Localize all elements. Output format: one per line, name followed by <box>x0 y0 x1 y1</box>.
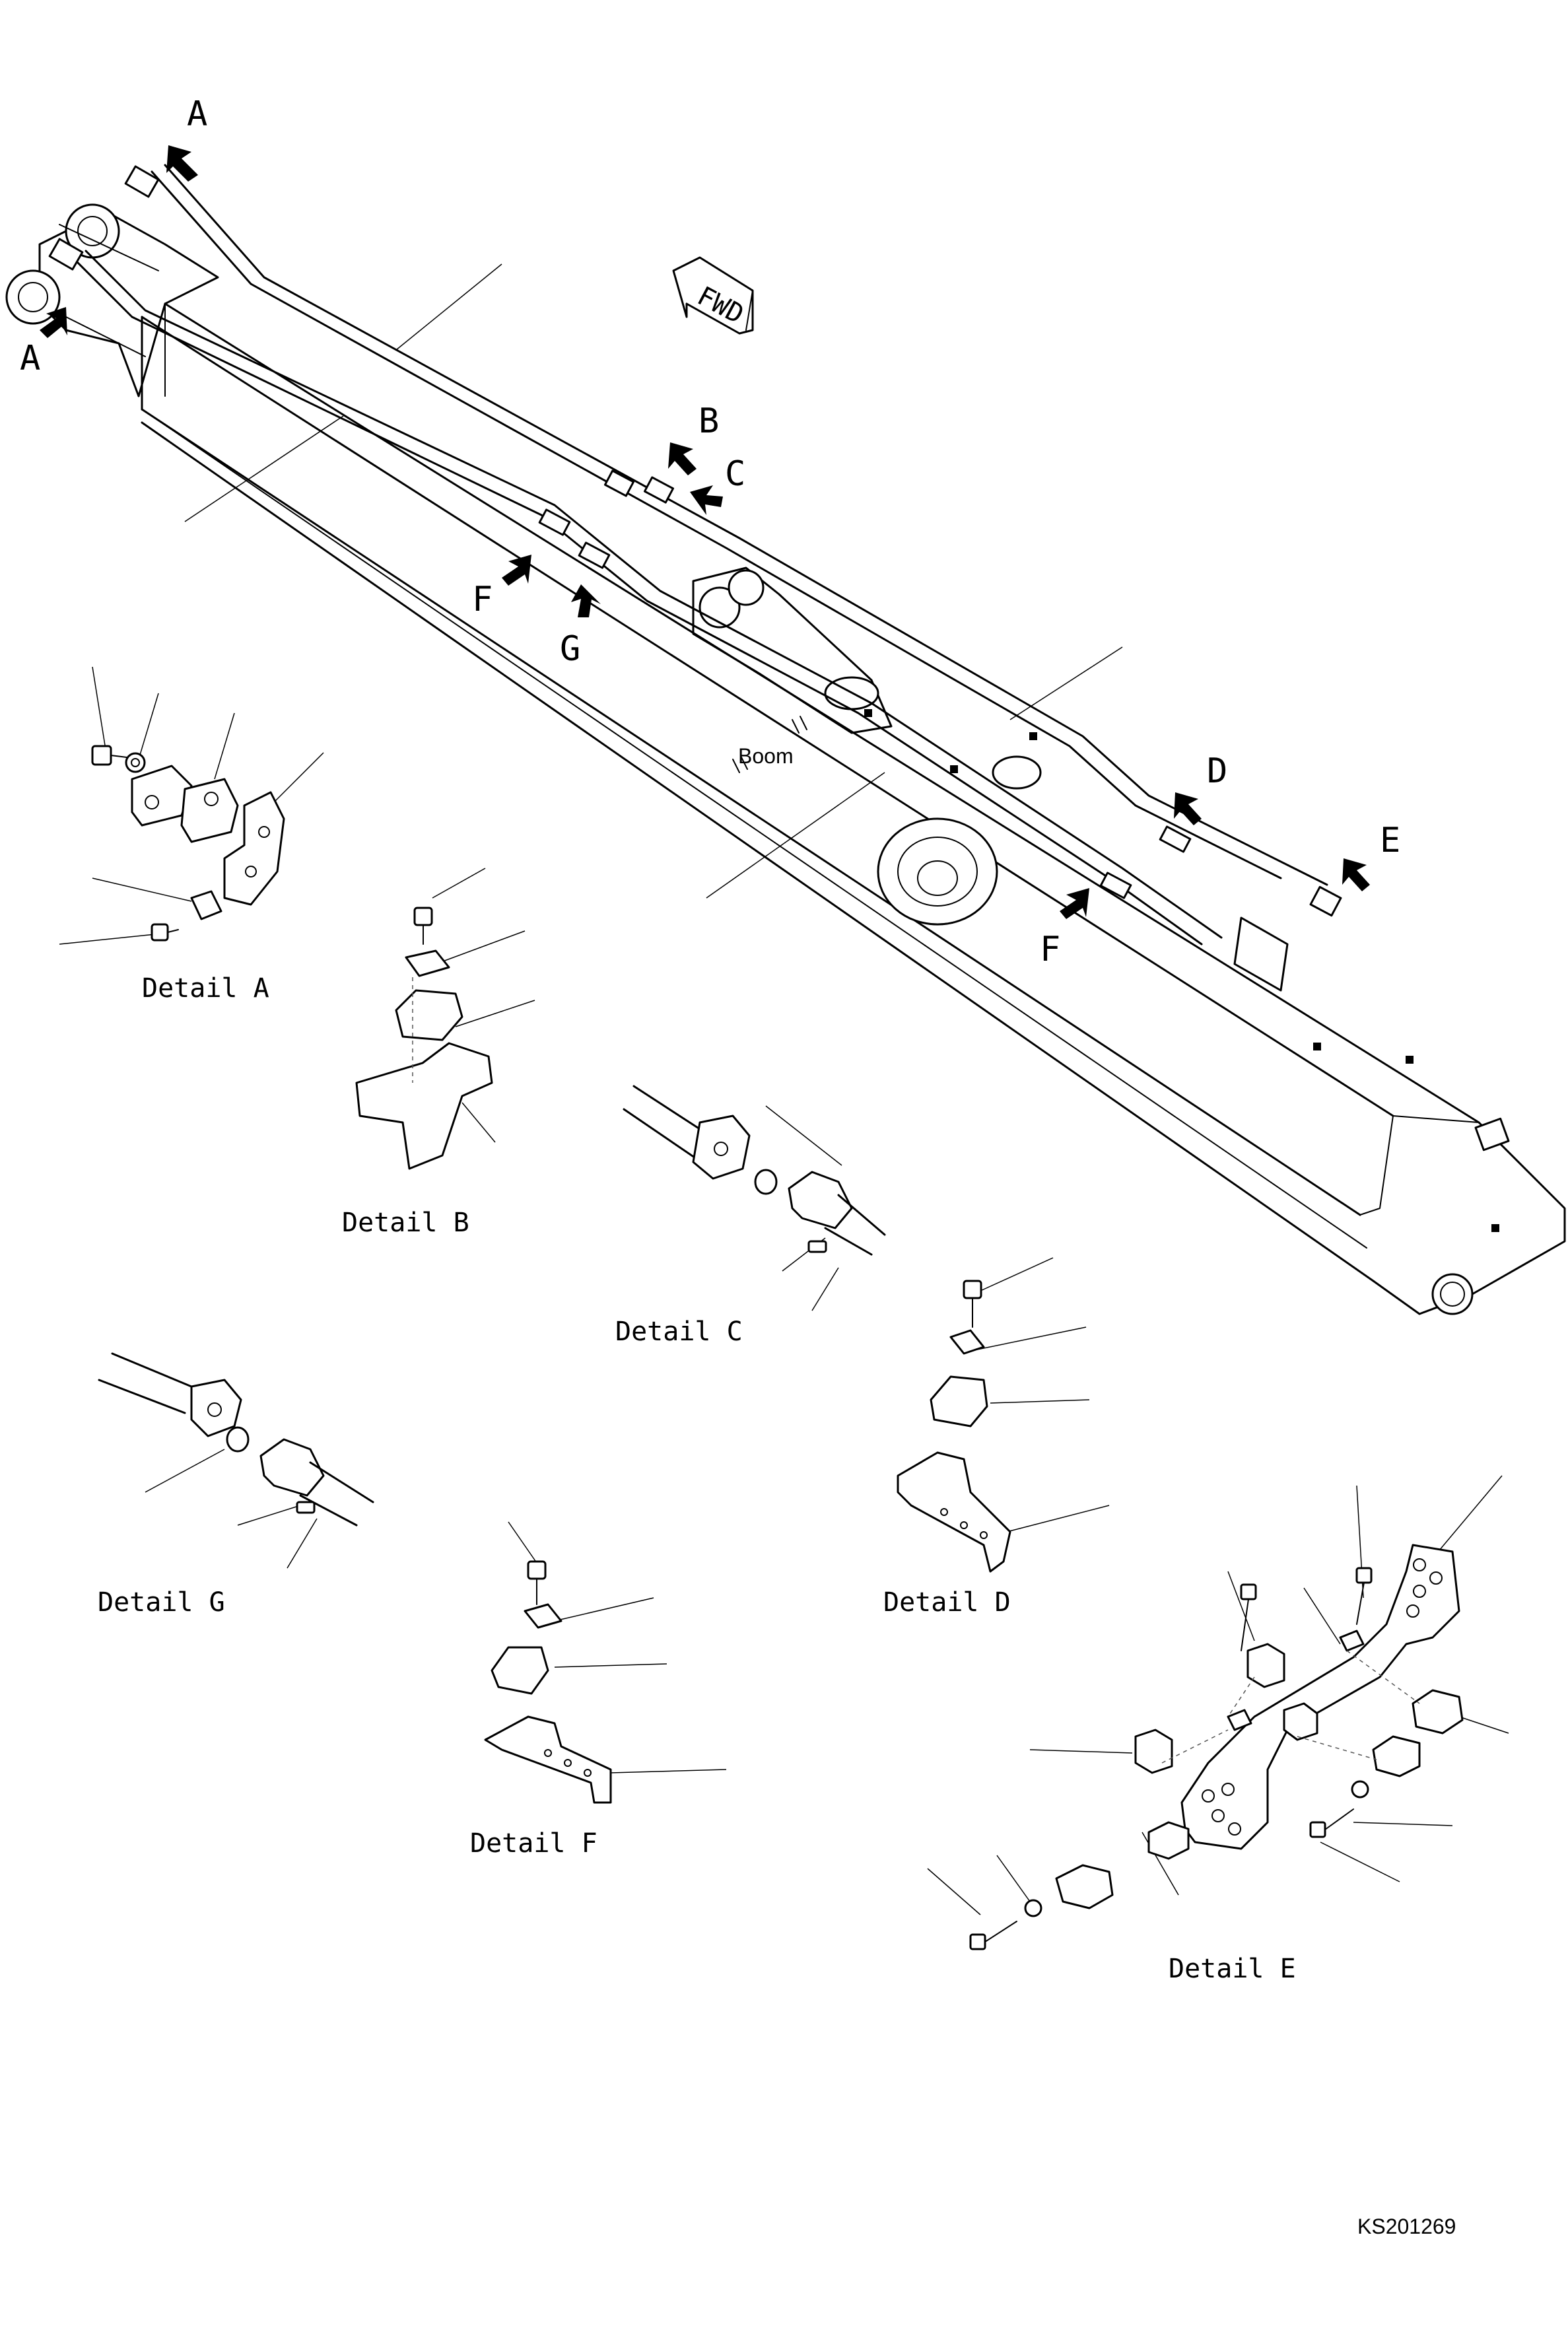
hydraulic-pipe-lower-a <box>71 256 1203 946</box>
clamp-b <box>603 469 635 497</box>
drawing-code: KS201269 <box>1357 2215 1456 2238</box>
clamp-f-rear <box>1099 872 1132 899</box>
detail-f: Detail F <box>470 1521 727 1859</box>
arrow-f-left <box>502 555 531 586</box>
detail-e: Detail E <box>927 1475 1509 1984</box>
callout-g: G <box>560 629 580 669</box>
callout-a-top: A <box>187 94 207 134</box>
callout-f-right: F <box>1040 930 1060 969</box>
boom-upper-edge <box>141 316 1394 1117</box>
arrow-g <box>571 584 601 617</box>
callout-c: C <box>725 454 745 494</box>
fitting-a-top <box>124 165 160 198</box>
arrow-e <box>1342 858 1370 891</box>
boom-rear-end <box>1372 1121 1566 1315</box>
boom-bottom-edge <box>141 421 1375 1282</box>
clamp-c <box>643 476 675 504</box>
hydraulic-pipe-upper-b <box>164 164 1328 886</box>
boom-side-edge <box>141 408 1361 1216</box>
fwd-arrow-shape <box>672 256 754 335</box>
boom-label: Boom <box>738 744 794 768</box>
fwd-indicator: FWD <box>672 256 754 335</box>
clamp-f <box>538 508 571 536</box>
detail-d-label: Detail D <box>883 1587 1011 1618</box>
detail-d: Detail D <box>883 1257 1110 1618</box>
arrow-b <box>668 442 697 475</box>
callout-arrows <box>40 145 1370 919</box>
detail-f-label: Detail F <box>470 1828 597 1859</box>
detail-e-bracket <box>1180 1544 1460 1850</box>
detail-a-label: Detail A <box>142 973 269 1004</box>
callout-f-left: F <box>472 580 493 619</box>
callout-b: B <box>699 401 719 441</box>
detail-c-label: Detail C <box>615 1317 743 1347</box>
detail-c: Detail C <box>615 1085 886 1347</box>
leader-boom-3 <box>1009 646 1123 720</box>
clamp-g <box>578 541 611 569</box>
callout-a-left: A <box>20 339 40 378</box>
detail-a: Detail A <box>59 666 324 1004</box>
clamp-d <box>1159 825 1192 853</box>
boom-foot-pin-boss <box>1431 1273 1474 1315</box>
hydraulic-pipe-upper-a <box>151 170 1282 879</box>
hydraulic-pipe-lower-b <box>85 250 1223 939</box>
detail-g: Detail G <box>98 1352 374 1618</box>
detail-b: Detail B <box>342 868 535 1238</box>
arrow-d <box>1174 792 1202 825</box>
arrow-a-left <box>40 307 67 338</box>
detail-b-label: Detail B <box>342 1208 469 1238</box>
callout-e: E <box>1380 821 1400 860</box>
arrow-a-top <box>166 145 198 182</box>
arrow-f-right <box>1060 888 1089 919</box>
center-pin-boss <box>877 817 998 926</box>
callout-letters: A A B C F G D E F <box>20 94 1400 969</box>
leader-boom-1 <box>395 263 502 351</box>
callout-d: D <box>1207 751 1227 791</box>
arrow-c <box>690 485 723 515</box>
clamp-e <box>1309 885 1342 917</box>
fitting-a-left <box>48 238 84 271</box>
detail-g-label: Detail G <box>98 1587 225 1618</box>
boom-head-pin-left <box>5 269 61 325</box>
boom-head <box>38 210 219 397</box>
boom-assembly <box>5 164 1566 1315</box>
leader-boom-4 <box>706 772 885 899</box>
leader-boom-2 <box>184 415 344 522</box>
detail-e-label: Detail E <box>1169 1954 1296 1984</box>
